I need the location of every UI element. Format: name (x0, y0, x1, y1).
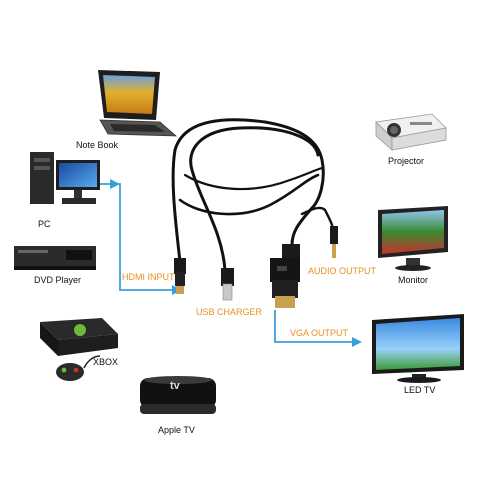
arrow-line-vga (274, 310, 352, 343)
usb-connector (221, 268, 234, 301)
vga-output-label: VGA OUTPUT (290, 328, 349, 338)
monitor-icon (378, 206, 448, 271)
arrow-line-input (98, 183, 175, 291)
dvd-player-icon (14, 246, 96, 270)
pc-label: PC (38, 219, 51, 229)
hdmi-connector (174, 258, 186, 294)
pc-icon (30, 152, 100, 204)
usb-charger-label: USB CHARGER (196, 307, 263, 317)
dvd-player-label: DVD Player (34, 275, 82, 285)
notebook-icon (98, 70, 178, 137)
input-arrows (98, 183, 352, 343)
arrow-head-pc (110, 179, 120, 189)
cable-bundle (171, 118, 336, 272)
projector-icon (375, 113, 447, 151)
audio-output-label: AUDIO OUTPUT (308, 266, 377, 276)
led-tv-label: LED TV (404, 385, 436, 395)
vga-connector (270, 244, 300, 308)
apple-tv-logo: tv (170, 380, 180, 392)
apple-tv-label: Apple TV (158, 425, 195, 435)
notebook-label: Note Book (76, 140, 119, 150)
audio-jack (330, 226, 338, 258)
apple-tv-icon (140, 376, 216, 414)
hdmi-input-label: HDMI INPUT (122, 272, 175, 282)
xbox-label: XBOX (93, 357, 119, 367)
monitor-label: Monitor (398, 275, 429, 285)
projector-label: Projector (388, 156, 425, 166)
xbox-icon (40, 318, 118, 381)
led-tv-icon (372, 314, 464, 383)
arrow-head-vga (352, 337, 362, 347)
